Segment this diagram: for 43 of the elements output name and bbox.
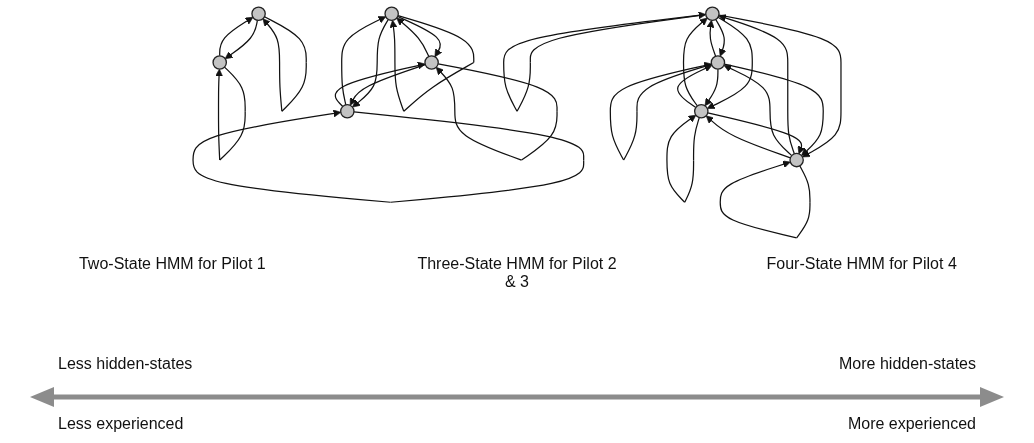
arrow [341,16,387,106]
arrow [192,109,585,203]
arrow [503,11,707,112]
arrow [706,16,753,109]
node-circle [212,55,228,70]
axis-label: More hidden-states [839,355,976,373]
arrow [334,61,426,108]
arrow [719,160,811,239]
axis-label: Less hidden-states [58,355,193,373]
arrow [718,14,795,155]
arrow [706,20,717,57]
axis-label: Less experienced [58,415,184,433]
arrow [723,64,793,157]
arrow [718,14,842,158]
arrow [682,17,708,107]
arrow [707,112,805,155]
arrow [723,63,824,156]
arrow [677,64,713,109]
arrow [666,114,700,203]
node-circle [424,55,439,70]
diagram-caption: Four-State HMM for Pilot 4 [765,255,958,274]
arrow [705,115,791,159]
node-circle [340,104,355,119]
arrow [262,16,307,112]
diagram-caption: Three-State HMM for Pilot 2 & 3 [417,255,617,291]
arrow [215,66,246,161]
arrow [389,15,475,112]
arrow [352,18,389,108]
node-circle [251,6,266,22]
arrow [609,61,713,161]
axis-label: More experienced [847,415,976,433]
arrow [396,17,430,58]
node-circle [693,104,709,119]
node-circle [710,55,726,70]
node-circle [384,6,399,22]
arrow [704,68,719,107]
arrow [715,18,727,57]
diagram-caption: Two-State HMM for Pilot 1 [77,255,267,274]
arrow [349,64,426,106]
arrow [397,15,442,58]
node-circle [789,152,804,168]
node-circle [705,6,720,22]
arrow [435,63,558,161]
